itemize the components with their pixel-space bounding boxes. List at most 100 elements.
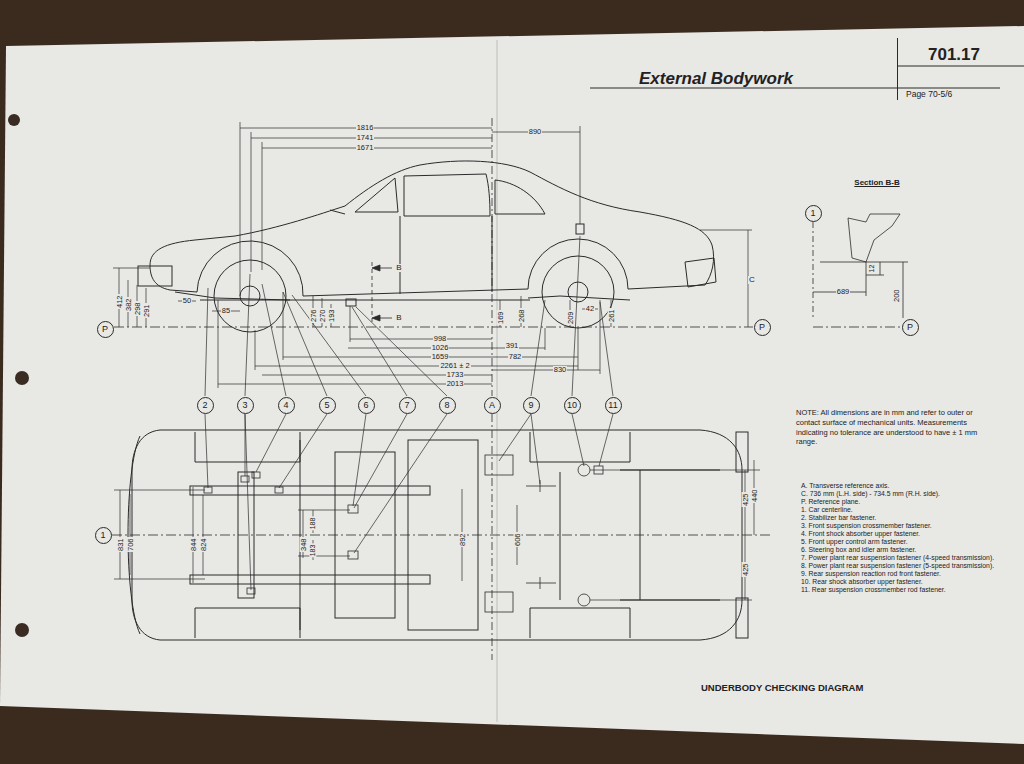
car-side-view: [214, 260, 286, 332]
callout-circle: 10: [564, 397, 581, 414]
dimension-value: 706: [126, 538, 134, 553]
dimension-line: [492, 357, 578, 358]
dimension-value: 830: [553, 366, 568, 374]
dimension-letter: C: [748, 276, 756, 284]
dimension-line: [120, 490, 121, 579]
reference-line: [114, 327, 753, 328]
dimension-line: [600, 300, 601, 374]
car-plan-view: [195, 608, 300, 638]
page-title: External Bodywork: [638, 70, 794, 87]
dimension-value: 1816: [356, 124, 375, 132]
dimension-line: [203, 495, 204, 575]
callout-number: 6: [363, 401, 368, 410]
fastener-marker: [241, 476, 249, 482]
key-entry: 5. Front upper control arm fastener.: [800, 539, 909, 546]
leader-line: [205, 288, 208, 396]
dimension-line: [113, 268, 150, 269]
leader-line: [245, 414, 251, 590]
section-arrow: [372, 315, 380, 321]
dimension-line: [130, 494, 131, 575]
section-b-b-view: [820, 262, 870, 263]
dimension-line: [262, 148, 492, 149]
leader-line: [354, 414, 447, 553]
callout-number: P: [907, 323, 913, 332]
dimension-value: 1659: [431, 353, 450, 361]
callout-number: 3: [242, 401, 247, 410]
header-rule: [590, 87, 1000, 88]
dimension-value: 1733: [446, 371, 465, 379]
dimension-value: 268: [517, 309, 525, 324]
callout-number: 7: [404, 401, 409, 410]
section-b-b-view: [880, 262, 881, 275]
car-side-view: [400, 216, 401, 294]
callout-circle: 9: [523, 397, 540, 414]
car-plan-view: [640, 470, 641, 600]
fastener-marker: [204, 455, 603, 612]
note-text: NOTE: All dimensions are in mm and refer…: [795, 408, 989, 447]
section-b-b-view: [903, 262, 904, 318]
dimension-line: [283, 292, 284, 360]
callout-number: 11: [608, 401, 617, 410]
car-side-view: [138, 266, 172, 286]
callout-circle: 6: [358, 397, 375, 414]
dimension-line: [578, 328, 579, 370]
car-plan-view: [190, 575, 430, 584]
key-entry: 9. Rear suspension reaction rod front fa…: [800, 571, 942, 578]
dimension-value: 200: [892, 289, 900, 304]
car-plan-view: [195, 432, 300, 462]
dimension-line: [255, 330, 256, 370]
dimension-value: 425: [741, 493, 749, 508]
dimension-value: 1026: [431, 344, 450, 352]
dimension-value: 2261 ± 2: [439, 362, 470, 370]
reference-line: [492, 118, 493, 396]
callout-circle: 11: [605, 397, 622, 414]
key-entry: C. 736 mm (L.H. side) - 734.5 mm (R.H. s…: [800, 491, 941, 498]
header-rule: [590, 66, 1024, 88]
key-entry: 11. Rear suspension crossmember rod fast…: [800, 587, 947, 594]
dimension-value: 831: [116, 538, 124, 553]
dimension-value: 50: [182, 297, 192, 305]
fastener-marker: [485, 455, 513, 475]
callout-number: 4: [283, 401, 288, 410]
dimension-value: 391: [505, 342, 520, 350]
dimension-value: 824: [199, 538, 207, 553]
dimension-line: [240, 122, 241, 296]
key-entry: 6. Steering box and idler arm fastener.: [800, 547, 917, 554]
section-b-b-view: [813, 222, 814, 318]
fastener-marker: [578, 594, 590, 606]
section-b-b-view: [813, 327, 901, 328]
car-plan-view: [190, 486, 430, 495]
callout-number: 1: [100, 531, 105, 540]
leader-line: [572, 414, 584, 466]
fastener-marker: [578, 464, 590, 476]
dimension-line: [114, 460, 760, 600]
car-plan-view: [530, 432, 630, 462]
callout-number: 10: [567, 401, 577, 410]
leader-line: [205, 236, 613, 590]
callout-circle: 8: [439, 397, 456, 414]
header-rule: [897, 65, 1024, 66]
key-entry: A. Transverse reference axis.: [800, 483, 890, 490]
car-side-view: [330, 210, 345, 214]
dimension-value: 298: [133, 302, 141, 317]
callout-number: 2: [202, 401, 207, 410]
callout-circle: P: [754, 319, 771, 336]
dimension-line: [590, 470, 760, 471]
section-arrow: [372, 265, 392, 321]
callout-number: 8: [444, 401, 449, 410]
dimension-value: 606: [513, 533, 521, 548]
leader-line: [279, 414, 327, 488]
key-entry: 2. Stabilizer bar fastener.: [800, 515, 877, 522]
callout-circle: 1: [805, 205, 822, 222]
dimension-line: [218, 300, 219, 388]
callout-circle: A: [484, 397, 501, 414]
car-side-view: [685, 258, 716, 287]
leader-line: [352, 307, 407, 396]
dimension-value: 1741: [356, 134, 375, 142]
leader-line: [531, 300, 545, 396]
dimension-value: 348: [299, 538, 307, 553]
diagram-caption: UNDERBODY CHECKING DIAGRAM: [700, 683, 864, 693]
dimension-value: 188: [310, 516, 317, 530]
